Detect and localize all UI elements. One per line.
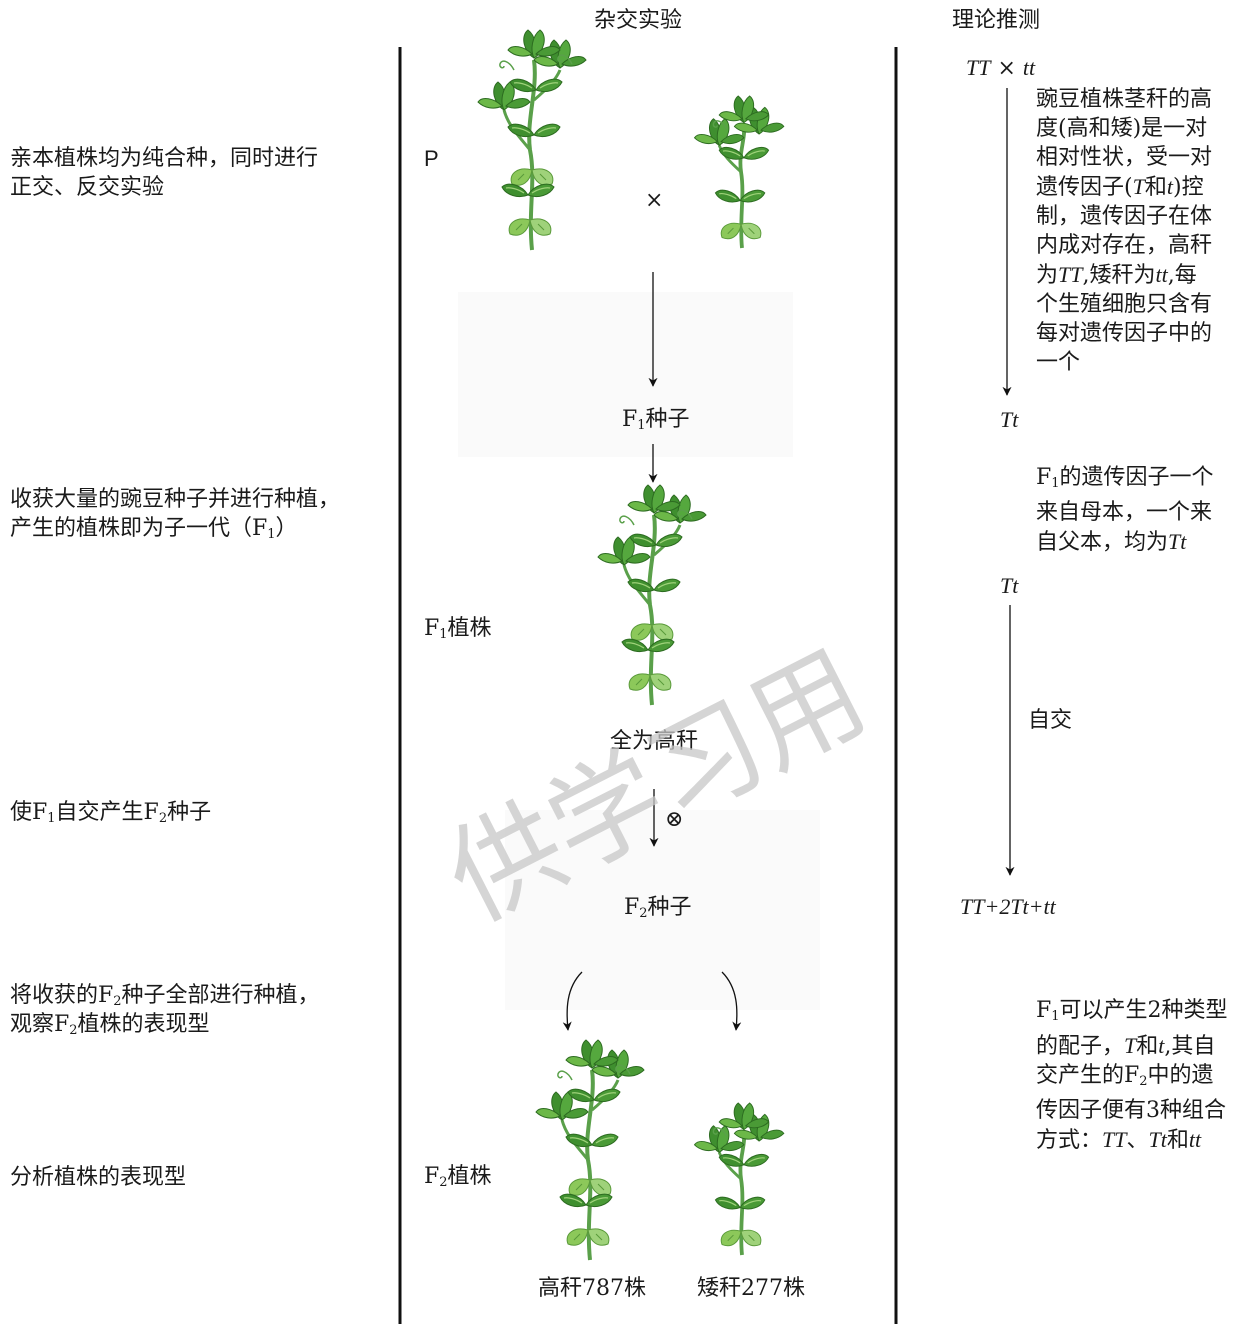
step-4-line-1: 将收获的F2种子全部进行种植， — [10, 983, 320, 1009]
step-2-line-1: 收获大量的豌豆种子并进行种植， — [10, 487, 341, 512]
explanation-1-line-8: 个生殖细胞只含有 — [1036, 292, 1213, 317]
explanation-2-line-1: F1的遗传因子一个 — [1036, 465, 1214, 491]
f1-tall-plant-image — [598, 485, 706, 705]
f1-seed-label: F1种子 — [622, 407, 690, 433]
explanation-3-line-1: F1可以产生2种类型 — [1036, 998, 1228, 1024]
explanation-3: F1可以产生2种类型 的配子，T和t,其自 交产生的F2中的遗 传因子便有3种组… — [1036, 996, 1241, 1155]
step-1-line-2: 正交、反交实验 — [10, 175, 165, 200]
genotype-f1: Tt — [1000, 407, 1019, 432]
f2-plant-label: F2植株 — [424, 1164, 492, 1190]
explanation-1: 豌豆植株茎秆的高 度(高和矮)是一对 相对性状，受一对 遗传因子(T和t)控 制… — [1036, 85, 1241, 377]
explanation-1-line-10: 一个 — [1036, 350, 1081, 375]
short-count-label: 矮秆277株 — [697, 1276, 805, 1301]
arrow-f2-seed-to-tall — [562, 971, 583, 1031]
explanation-1-line-2: 度(高和矮)是一对 — [1036, 116, 1208, 141]
parent-cross-formula: TT × tt — [966, 55, 1036, 81]
cross-symbol: × — [645, 188, 664, 213]
explanation-1-line-9: 每对遗传因子中的 — [1036, 321, 1213, 346]
explanation-3-line-2: 的配子，T和t,其自 — [1036, 1033, 1216, 1059]
step-2-line-2: 产生的植株即为子一代（F1） — [10, 516, 298, 542]
explanation-1-line-1: 豌豆植株茎秆的高 — [1036, 87, 1213, 112]
selfing-label: 自交 — [1028, 708, 1073, 733]
arrow-f2-seed-to-short — [721, 971, 742, 1031]
step-3: 使F1自交产生F2种子 — [10, 800, 212, 826]
explanation-1-line-5: 制，遗传因子在体 — [1036, 204, 1213, 229]
f1-plant-label: F1植株 — [424, 616, 492, 642]
explanation-1-line-4: 遗传因子(T和t)控 — [1036, 174, 1204, 200]
p-short-plant-image — [695, 96, 784, 248]
step-5: 分析植株的表现型 — [10, 1165, 187, 1190]
explanation-3-line-4: 传因子便有3种组合 — [1036, 1098, 1226, 1123]
tall-count-label: 高秆787株 — [538, 1276, 646, 1301]
explanation-1-line-6: 内成对存在，高秆 — [1036, 233, 1213, 258]
header-theory: 理论推测 — [952, 8, 1041, 33]
f1-seed-panel — [458, 292, 793, 457]
f2-seed-label: F2种子 — [624, 895, 692, 921]
f2-genotype-ratio: TT+2Tt+tt — [960, 894, 1056, 919]
explanation-2: F1的遗传因子一个 来自母本，一个来 自父本，均为Tt — [1036, 463, 1241, 557]
genotype-f1-again: Tt — [1000, 573, 1019, 598]
explanation-3-line-5: 方式：TT、Tt和tt — [1036, 1127, 1202, 1153]
selfing-symbol: ⊗ — [665, 807, 684, 832]
all-tall-label: 全为高秆 — [610, 729, 699, 754]
step-4-line-2: 观察F2植株的表现型 — [10, 1012, 210, 1038]
explanation-3-line-3: 交产生的F2中的遗 — [1036, 1063, 1214, 1089]
header-experiment: 杂交实验 — [594, 8, 683, 33]
f2-seed-panel — [505, 810, 820, 1010]
p-tall-plant-image — [478, 30, 586, 250]
f2-tall-plant-image — [536, 1040, 644, 1260]
f2-short-plant-image — [695, 1103, 784, 1255]
explanation-1-line-3: 相对性状，受一对 — [1036, 145, 1213, 170]
explanation-1-line-7: 为TT,矮秆为tt,每 — [1036, 262, 1197, 288]
explanation-2-line-3: 自父本，均为Tt — [1036, 529, 1187, 555]
step-1-line-1: 亲本植株均为纯合种，同时进行 — [10, 146, 319, 171]
p-generation-label: P — [424, 146, 439, 171]
explanation-2-line-2: 来自母本，一个来 — [1036, 500, 1213, 525]
